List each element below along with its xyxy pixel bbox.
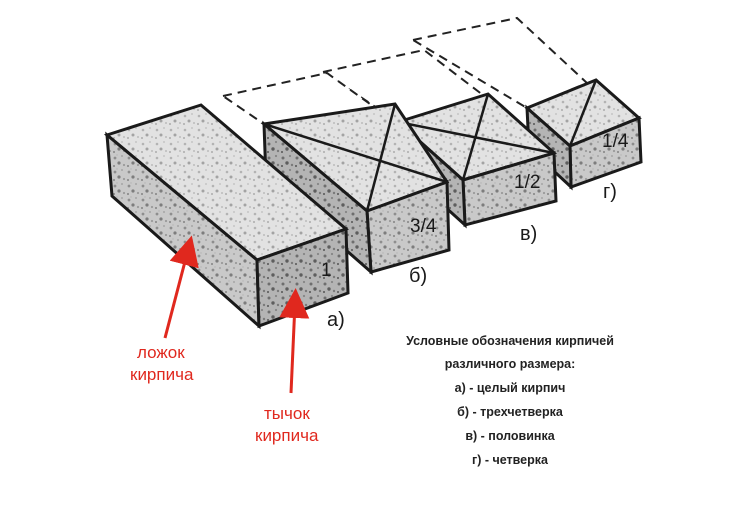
callout-short-face-line2: кирпича [255, 426, 319, 445]
letter-label-quarter: г) [603, 181, 617, 203]
legend-item-three-quarter: б) - трехчетверка [457, 405, 564, 419]
letter-label-whole: а) [327, 309, 345, 331]
legend-item-half: в) - половинка [465, 429, 555, 443]
legend-item-whole: а) - целый кирпич [455, 381, 566, 395]
fraction-label-three-quarter: 3/4 [410, 216, 437, 237]
legend-title-line1: Условные обозначения кирпичей [406, 334, 614, 348]
letter-label-half: в) [520, 223, 537, 245]
callout-short-face-line1: тычок [264, 404, 310, 423]
callout-arrow-short-face [279, 288, 310, 394]
fraction-label-whole: 1 [321, 260, 332, 281]
legend-item-quarter: г) - четверка [472, 453, 549, 467]
fraction-label-half: 1/2 [514, 172, 540, 193]
letter-label-three-quarter: б) [409, 265, 427, 287]
legend: Условные обозначения кирпичей различного… [406, 334, 614, 467]
fraction-label-quarter: 1/4 [602, 131, 629, 152]
callout-long-face-line2: кирпича [130, 365, 194, 384]
brick-quarter [410, 16, 643, 191]
callout-long-face-line1: ложок [137, 343, 185, 362]
legend-title-line2: различного размера: [445, 357, 576, 371]
callout-arrow-long-face [163, 235, 199, 339]
